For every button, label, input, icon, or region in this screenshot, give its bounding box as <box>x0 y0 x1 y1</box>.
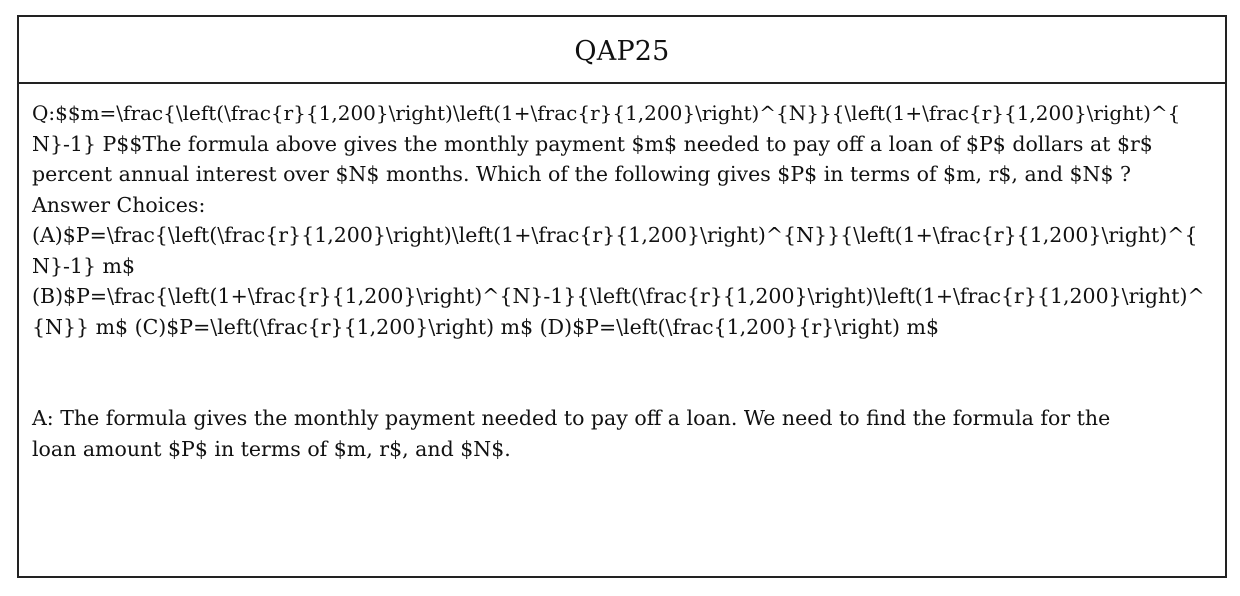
question-line: Q:$$m=\frac{\left(\frac{r}{1,200}\right)… <box>32 101 1181 125</box>
spacer <box>32 342 1207 403</box>
choice-b-line: (B)$P=\frac{\left(1+\frac{r}{1,200}\righ… <box>32 284 1205 308</box>
choice-a-line: N}-1} m$ <box>32 253 135 278</box>
answer-line: loan amount $P$ in terms of $m, r$, and … <box>32 436 511 461</box>
choice-b-c-d-line: {N}} m$ (C)$P=\left(\frac{r}{1,200}\righ… <box>32 314 940 339</box>
card-title: QAP25 <box>574 36 670 67</box>
choice-a-line: (A)$P=\frac{\left(\frac{r}{1,200}\right)… <box>32 223 1198 247</box>
qa-card: QAP25 Q:$$m=\frac{\left(\frac{r}{1,200}\… <box>17 15 1227 578</box>
card-header: QAP25 <box>19 17 1225 84</box>
answer-choices-heading: Answer Choices: <box>32 192 206 217</box>
question-text: Q:$$m=\frac{\left(\frac{r}{1,200}\right)… <box>32 98 1207 342</box>
card-body: Q:$$m=\frac{\left(\frac{r}{1,200}\right)… <box>19 84 1225 464</box>
question-line: percent annual interest over $N$ months.… <box>32 162 1132 186</box>
answer-text: A: The formula gives the monthly payment… <box>32 403 1207 464</box>
question-line: N}-1} P$$The formula above gives the mon… <box>32 131 1153 156</box>
answer-line: A: The formula gives the monthly payment… <box>32 406 1111 430</box>
